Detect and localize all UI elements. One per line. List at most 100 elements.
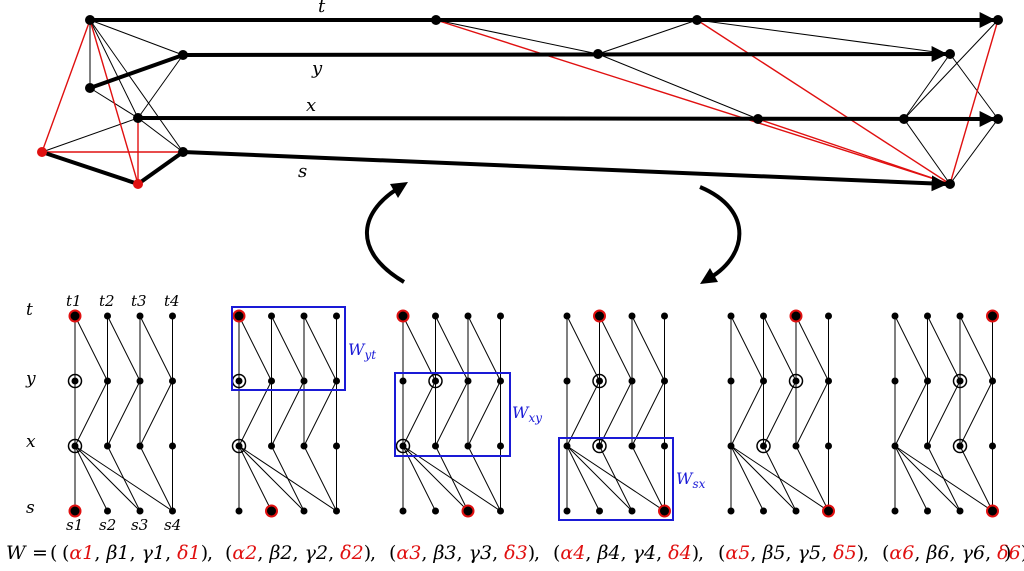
top-graph: t y x s: [37, 0, 1003, 192]
s-sub-label: s4: [164, 516, 181, 534]
panel-edge: [566, 380, 600, 447]
path-label-s: s: [298, 161, 307, 182]
node: [924, 377, 931, 385]
ring-node: [67, 373, 83, 389]
node: [792, 507, 800, 515]
panel-edge: [795, 380, 829, 447]
formula-equals: =: [32, 542, 48, 564]
node: [563, 312, 571, 320]
panel-edge: [238, 445, 272, 512]
node: [956, 312, 964, 320]
panel-edge: [730, 445, 829, 512]
node: [333, 442, 340, 450]
ring-node-core: [71, 442, 79, 450]
formula-separator: ,: [534, 542, 540, 564]
node: [661, 377, 668, 385]
node: [628, 507, 636, 515]
node: [891, 442, 899, 450]
panel-edge: [107, 315, 141, 382]
panel-edge: [959, 315, 993, 382]
panel-edge: [139, 380, 173, 447]
red-node: [822, 504, 835, 518]
node: [104, 377, 111, 385]
ring-node-core: [399, 442, 407, 450]
red-node: [232, 309, 246, 323]
node: [333, 507, 340, 515]
node: [136, 442, 144, 450]
panel-edge: [238, 445, 337, 512]
window-box-sx: [558, 437, 674, 521]
panel-edge: [763, 380, 797, 447]
node: [497, 507, 504, 515]
node: [628, 312, 636, 320]
ring-node: [756, 438, 771, 454]
node: [497, 377, 504, 385]
formula-lhs: W: [6, 542, 27, 564]
ring-node: [67, 438, 83, 454]
red-node: [396, 309, 410, 323]
node: [760, 312, 767, 320]
t-sub-label: t3: [131, 292, 147, 310]
row-label-s: s: [26, 498, 35, 518]
top-red-edges: [41, 19, 999, 185]
node: [432, 442, 439, 450]
formula-tuples: (α1, β1, γ1, δ1),(α2, β2, γ2, δ2),(α3, β…: [62, 542, 1024, 564]
s-sub-label: s2: [99, 516, 116, 534]
panel-edge: [894, 380, 928, 447]
node: [924, 312, 931, 320]
node: [661, 312, 668, 320]
panel-edge: [303, 445, 337, 512]
panel-edge: [631, 315, 665, 382]
node: [464, 377, 472, 385]
top-red-nodes: [37, 147, 143, 189]
node: [989, 442, 996, 450]
node: [169, 377, 176, 385]
node: [727, 442, 735, 450]
node: [825, 377, 832, 385]
formula-tuple: (α2, β2, γ2, δ2): [225, 542, 371, 564]
arrow-head-down: [700, 268, 718, 284]
panel-edge: [402, 380, 436, 447]
ring-node: [428, 373, 443, 389]
panel-edge: [927, 380, 961, 447]
ring-node-core: [596, 442, 603, 450]
formula-separator: ,: [370, 542, 376, 564]
path-label-t: t: [318, 0, 326, 17]
red-node: [593, 309, 606, 323]
path-label-x: x: [306, 95, 316, 116]
panel-edge: [730, 445, 797, 512]
panel-edge: [894, 445, 993, 512]
node: [727, 507, 735, 515]
node: [300, 377, 308, 385]
node: [300, 312, 308, 320]
panel-edge: [303, 380, 337, 447]
formula-separator: ,: [207, 542, 213, 564]
top-black-nodes: [85, 15, 1003, 189]
panel-edge: [927, 315, 961, 382]
node: [891, 507, 899, 515]
formula-tuple: (α4, β4, γ4, δ4): [553, 542, 699, 564]
path-label-y: y: [311, 58, 323, 79]
top-thick-paths: [41, 12, 996, 192]
panel-edge: [894, 315, 928, 382]
ring-node: [592, 438, 607, 454]
node: [956, 507, 964, 515]
node: [464, 312, 472, 320]
panel-edge: [238, 380, 272, 447]
panel-edge: [139, 315, 173, 382]
panel-edge: [894, 445, 928, 512]
ring-node-core: [956, 377, 964, 385]
node: [399, 377, 407, 385]
panel-edge: [959, 445, 993, 512]
ring-node-core: [71, 377, 79, 385]
node: [891, 377, 899, 385]
panel-edge: [730, 445, 764, 512]
row-label-y: y: [25, 369, 36, 389]
node: [300, 442, 308, 450]
panel-edge: [631, 445, 665, 512]
ring-node-core: [792, 377, 800, 385]
panel-edge: [74, 380, 108, 447]
panel-edge: [795, 315, 829, 382]
red-node: [986, 504, 999, 518]
node: [169, 442, 176, 450]
